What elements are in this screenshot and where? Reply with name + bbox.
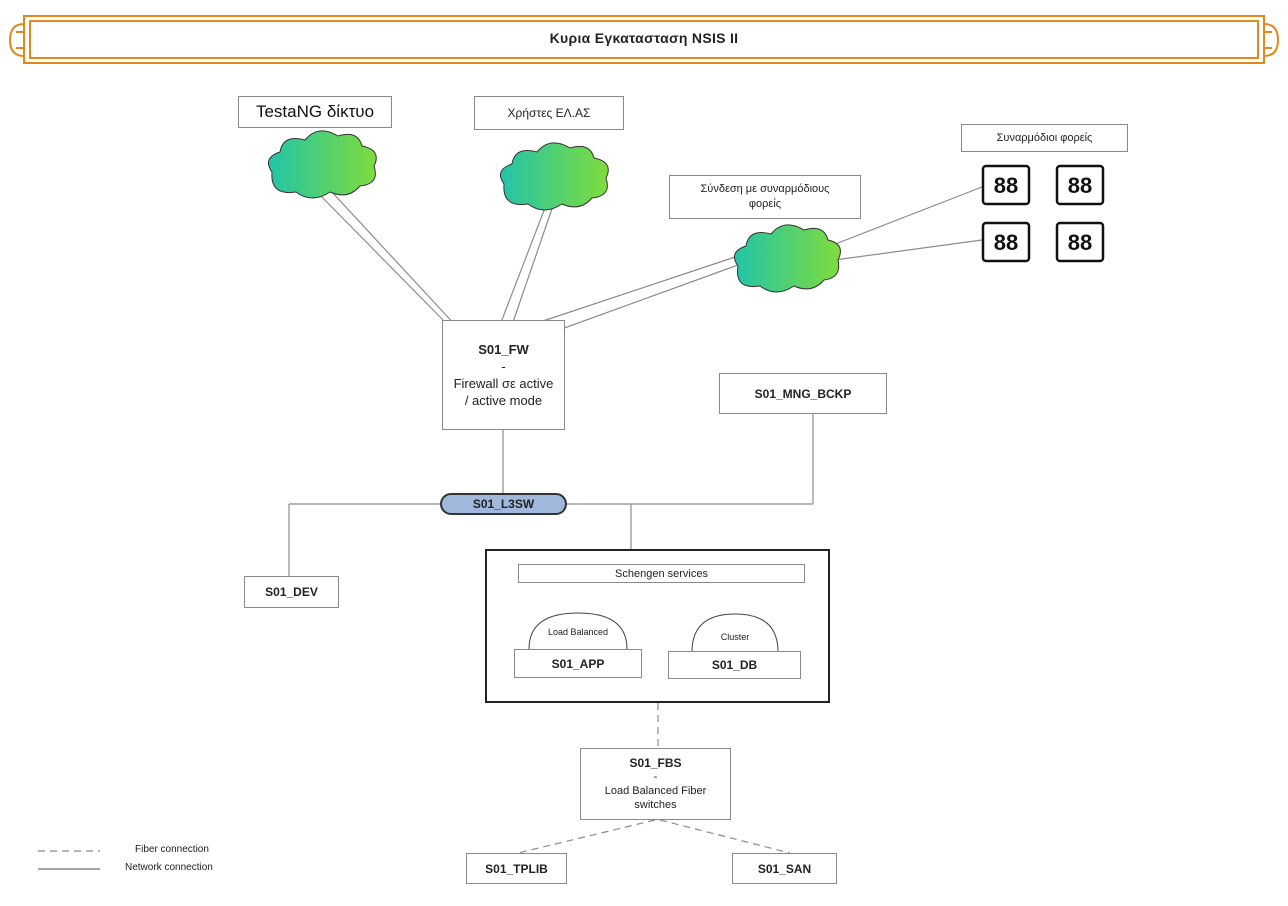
fiber-connections (517, 703, 791, 854)
schengen-services-label: Schengen services (518, 564, 805, 583)
svg-text:88: 88 (994, 230, 1018, 255)
app-node: S01_APP (514, 649, 642, 678)
legend-fiber-label: Fiber connection (135, 844, 209, 855)
network-connections (288, 186, 983, 576)
san-node: S01_SAN (732, 853, 837, 884)
svg-text:88: 88 (1068, 230, 1092, 255)
cluster-dome (691, 613, 779, 653)
partner-link-label: Σύνδεση με συναρμόδιους φορείς (669, 175, 861, 219)
firewall-desc: Firewall σε active / active mode (453, 376, 554, 408)
dev-node: S01_DEV (244, 576, 339, 608)
firewall-node: S01_FW - Firewall σε active / active mod… (442, 320, 565, 430)
load-balanced-dome (528, 612, 628, 650)
cloud-icon (499, 142, 609, 211)
users-label: Χρήστες ΕΛ.ΑΣ (474, 96, 624, 130)
tplib-node: S01_TPLIB (466, 853, 567, 884)
title-banner (8, 15, 1280, 64)
partners-label: Συναρμόδιοι φορείς (961, 124, 1128, 152)
fbs-node: S01_FBS - Load Balanced Fiber switches (580, 748, 731, 820)
svg-text:88: 88 (1068, 173, 1092, 198)
page-title: Κυρια Εγκατασταση NSIS II (549, 30, 739, 46)
legend-network-label: Network connection (125, 862, 213, 873)
schengen-container (485, 549, 830, 703)
partner-org-icons (981, 164, 1105, 263)
l3-switch-node: S01_L3SW (440, 493, 567, 515)
firewall-name: S01_FW (478, 342, 529, 357)
cloud-icon (733, 224, 841, 293)
svg-text:88: 88 (994, 173, 1018, 198)
fbs-desc: Load Balanced Fiber switches (604, 785, 707, 811)
load-balanced-label: Load Balanced (547, 627, 609, 637)
testang-label: TestaNG δίκτυο (238, 96, 392, 128)
cluster-label: Cluster (720, 632, 750, 642)
fbs-name: S01_FBS (629, 756, 682, 770)
fbs-dash: - (653, 771, 658, 783)
firewall-dash: - (501, 359, 506, 374)
db-node: S01_DB (668, 651, 801, 679)
mng-bckp-node: S01_MNG_BCKP (719, 373, 887, 414)
partner-org-glyphs: 88 88 88 88 (994, 173, 1092, 255)
cloud-icon (267, 130, 377, 199)
